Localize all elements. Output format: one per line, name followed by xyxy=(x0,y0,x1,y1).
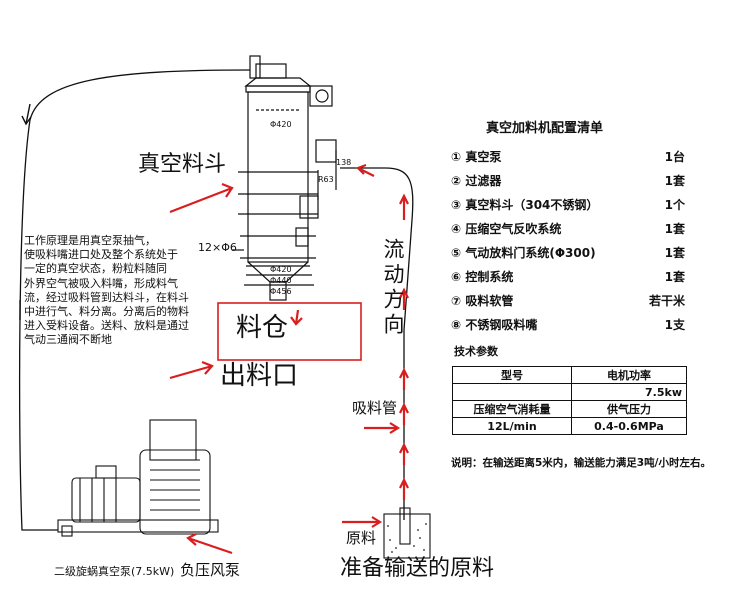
config-item-1: ① 真空泵 xyxy=(451,150,502,164)
table-row: 压缩空气消耗量 供气压力 xyxy=(452,400,687,418)
silo-label: 料仓 xyxy=(236,313,289,343)
dim-top: Φ420 xyxy=(270,120,292,129)
air-return-pipe xyxy=(18,69,251,531)
raw-material-label: 原料 xyxy=(346,529,377,547)
fan-caption: 二级旋蜗真空泵(7.5kW) xyxy=(54,565,175,578)
config-item-7: ⑦ 吸料软管 xyxy=(451,294,514,308)
dim-d1: Φ420 xyxy=(270,265,292,274)
config-qty-3: 1个 xyxy=(664,198,685,212)
config-item-6: ⑥ 控制系统 xyxy=(451,270,514,284)
table-row: 7.5kw xyxy=(452,383,687,401)
suction-pipe-line xyxy=(340,167,414,520)
table-cell: 0.4-0.6MPa xyxy=(571,417,687,435)
table-cell: 12L/min xyxy=(452,417,572,435)
negative-pressure-fan-label: 负压风泵 xyxy=(180,561,241,579)
desc-line: 中进行气、料分离。分离后的物料 xyxy=(24,305,189,319)
table-row: 12L/min 0.4-0.6MPa xyxy=(452,417,687,435)
table-cell: 7.5kw xyxy=(571,383,687,401)
config-qty-4: 1套 xyxy=(664,222,685,236)
tech-title: 技术参数 xyxy=(454,345,498,358)
suction-pipe-label: 吸料管 xyxy=(352,399,398,417)
config-qty-7: 若干米 xyxy=(648,294,685,308)
config-item-8: ⑧ 不锈钢吸料嘴 xyxy=(451,318,538,332)
dim-d2: Φ440 xyxy=(270,276,292,285)
config-qty-1: 1台 xyxy=(664,150,685,164)
config-item-5: ⑤ 气动放料门系统(Φ300) xyxy=(451,246,596,260)
silo-box xyxy=(217,302,362,361)
tech-params-table: 型号 电机功率 7.5kw 压缩空气消耗量 供气压力 12L/min 0.4-0… xyxy=(452,366,687,435)
flow-direction-text: 流动方向 xyxy=(381,238,405,338)
raw-material-convey-label: 准备输送的原料 xyxy=(340,556,495,581)
vacuum-pump-drawing xyxy=(57,419,219,537)
desc-line: 工作原理是用真空泵抽气， xyxy=(24,234,156,247)
hole-spec-label: 12×Φ6 xyxy=(198,241,237,254)
desc-line: 外界空气被吸入料嘴，形成料气 xyxy=(24,276,178,290)
config-item-2: ② 过滤器 xyxy=(451,174,502,188)
capacity-note: 说明：在输送距离5米内，输送能力满足3吨/小时左右。 xyxy=(451,457,711,469)
table-cell: 供气压力 xyxy=(571,400,687,418)
dim-h1: R63 xyxy=(318,175,334,184)
table-cell xyxy=(452,383,572,401)
table-header-cell: 型号 xyxy=(452,366,572,384)
vacuum-hopper-label: 真空料斗 xyxy=(138,152,227,177)
config-title: 真空加料机配置清单 xyxy=(486,121,604,136)
table-header-cell: 电机功率 xyxy=(571,366,687,384)
outlet-label: 出料口 xyxy=(220,361,299,391)
air-flow-arrows xyxy=(19,103,32,320)
desc-line: 流，经过吸料管到达料斗，在料斗 xyxy=(24,290,189,304)
flow-direction-label: 流动方向 xyxy=(380,238,405,338)
desc-line: 进入受料设备。送料、放料是通过 xyxy=(24,319,189,333)
desc-line: 气动三通阀不断地 xyxy=(24,333,112,347)
config-qty-5: 1套 xyxy=(664,246,685,260)
raw-material-bin xyxy=(383,507,431,559)
raw-material-dots xyxy=(387,523,427,553)
vacuum-hopper-body xyxy=(232,55,337,301)
config-qty-8: 1支 xyxy=(664,318,685,332)
flow-arrows xyxy=(169,163,409,555)
desc-line: 一定的真空状态，粉粒料随同 xyxy=(24,262,167,276)
dim-d3: Φ456 xyxy=(270,287,292,296)
table-cell: 压缩空气消耗量 xyxy=(452,400,572,418)
table-row: 型号 电机功率 xyxy=(452,366,687,384)
config-item-4: ④ 压缩空气反吹系统 xyxy=(451,222,562,236)
working-principle-text: 工作原理是用真空泵抽气， 使吸料嘴进口处及整个系统处于 一定的真空状态，粉粒料随… xyxy=(24,234,214,348)
config-item-3: ③ 真空料斗（304不锈钢） xyxy=(451,198,599,212)
config-qty-6: 1套 xyxy=(664,270,685,284)
dim-h2: 138 xyxy=(336,158,352,167)
desc-line: 使吸料嘴进口处及整个系统处于 xyxy=(24,248,178,262)
config-qty-2: 1套 xyxy=(664,174,685,188)
